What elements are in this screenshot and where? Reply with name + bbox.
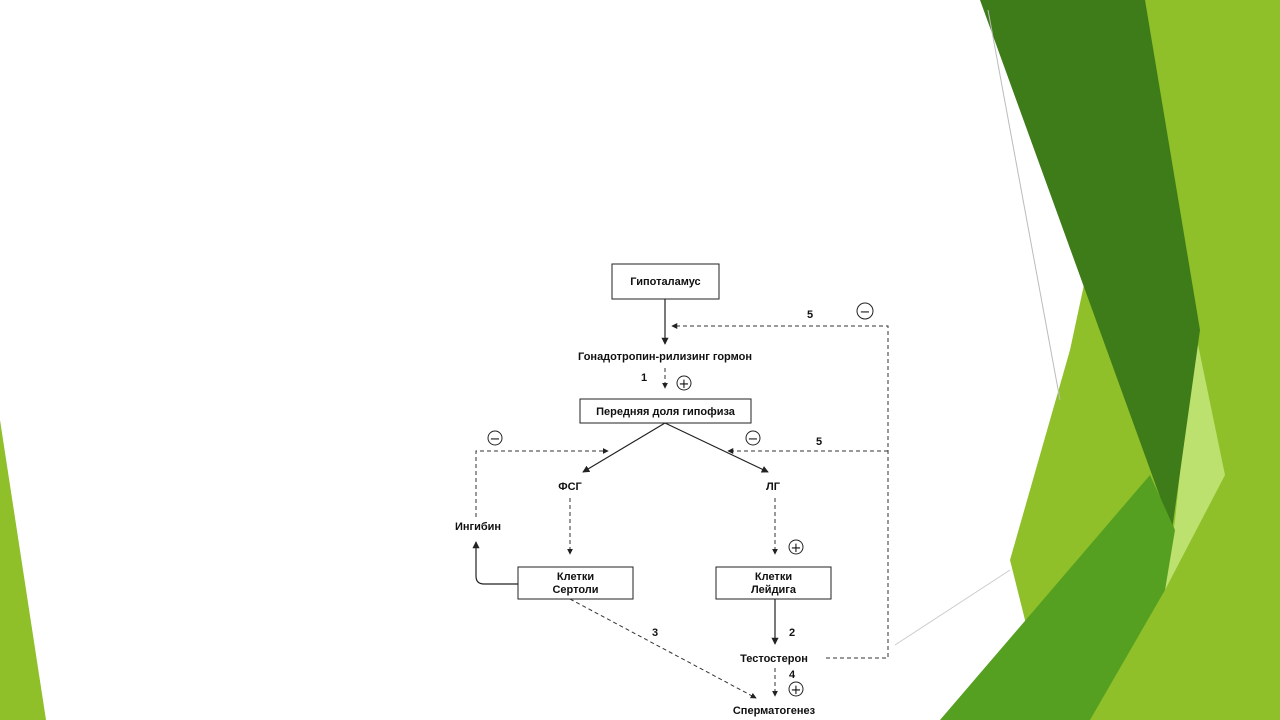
left-green-sliver	[0, 420, 46, 720]
leydig-box	[715, 566, 832, 600]
plus-sign-2-glyph: +	[791, 541, 802, 556]
arrow-pituitary-fsh	[582, 422, 666, 473]
plus-sign-1-glyph: +	[679, 377, 690, 392]
minus-sign-inhibin	[487, 430, 503, 446]
minus-sign-lh-glyph: −	[748, 432, 759, 447]
hormone-regulation-diagram: Гипоталамус Гонадотропин-рилизинг гормон…	[455, 263, 889, 717]
arrow-sertoli-inhibin	[472, 541, 518, 585]
plus-sign-1	[676, 375, 692, 391]
feedback-testosterone	[671, 323, 889, 659]
hypothalamus-label: Гипоталамус	[630, 276, 700, 288]
number-5-top: 5	[807, 309, 813, 321]
number-5-mid: 5	[816, 436, 822, 448]
plus-sign-2	[788, 539, 804, 555]
thin-grey-line-1	[987, 9, 1061, 401]
anterior-pituitary-label: Передняя доля гипофиза	[596, 406, 736, 418]
minus-sign-lh	[745, 430, 761, 446]
leydig-label-line2: Лейдига	[751, 584, 797, 596]
plus-sign-3	[788, 681, 804, 697]
minus-sign-top-glyph: −	[860, 305, 871, 320]
number-1: 1	[641, 372, 647, 384]
minus-sign-inhibin-glyph: −	[490, 432, 501, 447]
mid-green-shape	[940, 475, 1175, 720]
testosterone-label: Тестостерон	[740, 653, 808, 665]
pale-green-strip	[1165, 330, 1225, 590]
number-2: 2	[789, 627, 795, 639]
number-3: 3	[652, 627, 658, 639]
arrow-pituitary-lh	[664, 422, 769, 473]
inhibin-label: Ингибин	[455, 521, 501, 533]
number-4: 4	[789, 669, 796, 681]
leydig-label-line1: Клетки	[755, 571, 792, 583]
sertoli-label-line2: Сертоли	[552, 584, 598, 596]
thin-grey-line-2	[894, 569, 1011, 646]
sertoli-label-line1: Клетки	[557, 571, 594, 583]
dark-green-band	[980, 0, 1200, 530]
lh-label: ЛГ	[766, 481, 781, 493]
arrow-sertoli-spermatogenesis	[569, 598, 757, 699]
minus-sign-top	[856, 302, 874, 320]
spermatogenesis-label: Сперматогенез	[733, 705, 816, 717]
sertoli-box	[517, 566, 634, 600]
gnrh-label: Гонадотропин-рилизинг гормон	[578, 351, 752, 363]
plus-sign-3-glyph: +	[791, 683, 802, 698]
fsh-label: ФСГ	[558, 481, 582, 493]
hypothalamus-box	[611, 263, 720, 300]
feedback-inhibin	[475, 448, 609, 517]
